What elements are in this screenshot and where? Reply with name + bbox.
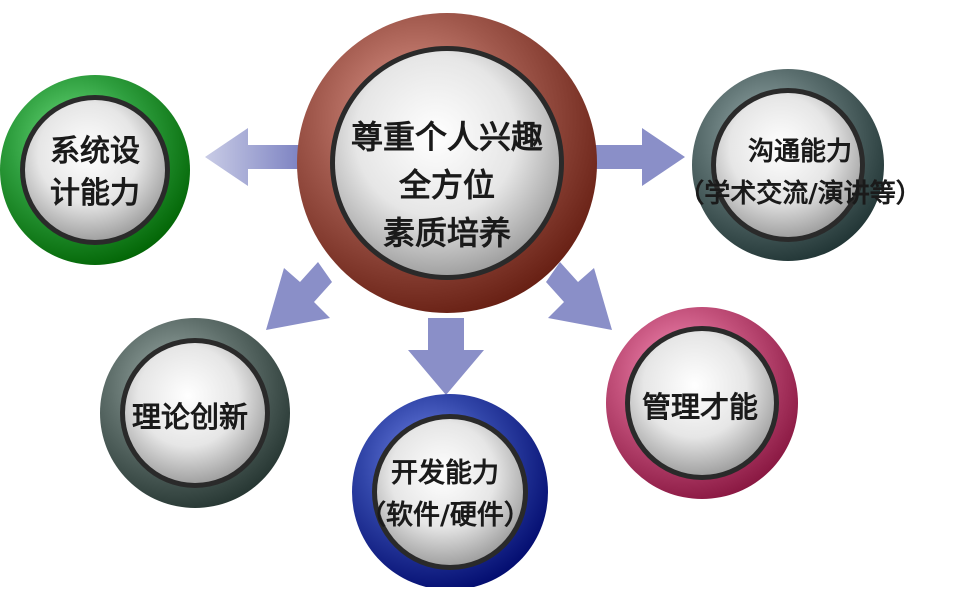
arrow-down-left xyxy=(266,262,332,330)
center-circle xyxy=(297,13,597,313)
center-circle-face xyxy=(335,51,559,275)
node-circle-theory-innovation-face xyxy=(125,343,265,483)
node-circle-theory-innovation xyxy=(100,318,290,508)
node-circle-development xyxy=(352,394,548,590)
arrow-down-right xyxy=(546,262,612,330)
node-circle-management xyxy=(606,307,798,499)
node-circle-development-face xyxy=(377,419,523,565)
node-circle-management-face xyxy=(630,331,774,475)
arrow-left xyxy=(205,128,300,186)
arrow-right xyxy=(595,128,685,186)
node-circle-system-design-face xyxy=(25,100,165,240)
arrow-down xyxy=(408,318,484,395)
node-circle-communication-face xyxy=(716,93,860,237)
node-circle-system-design xyxy=(0,75,190,265)
node-circle-communication xyxy=(692,69,884,261)
arrows-group xyxy=(205,128,685,395)
